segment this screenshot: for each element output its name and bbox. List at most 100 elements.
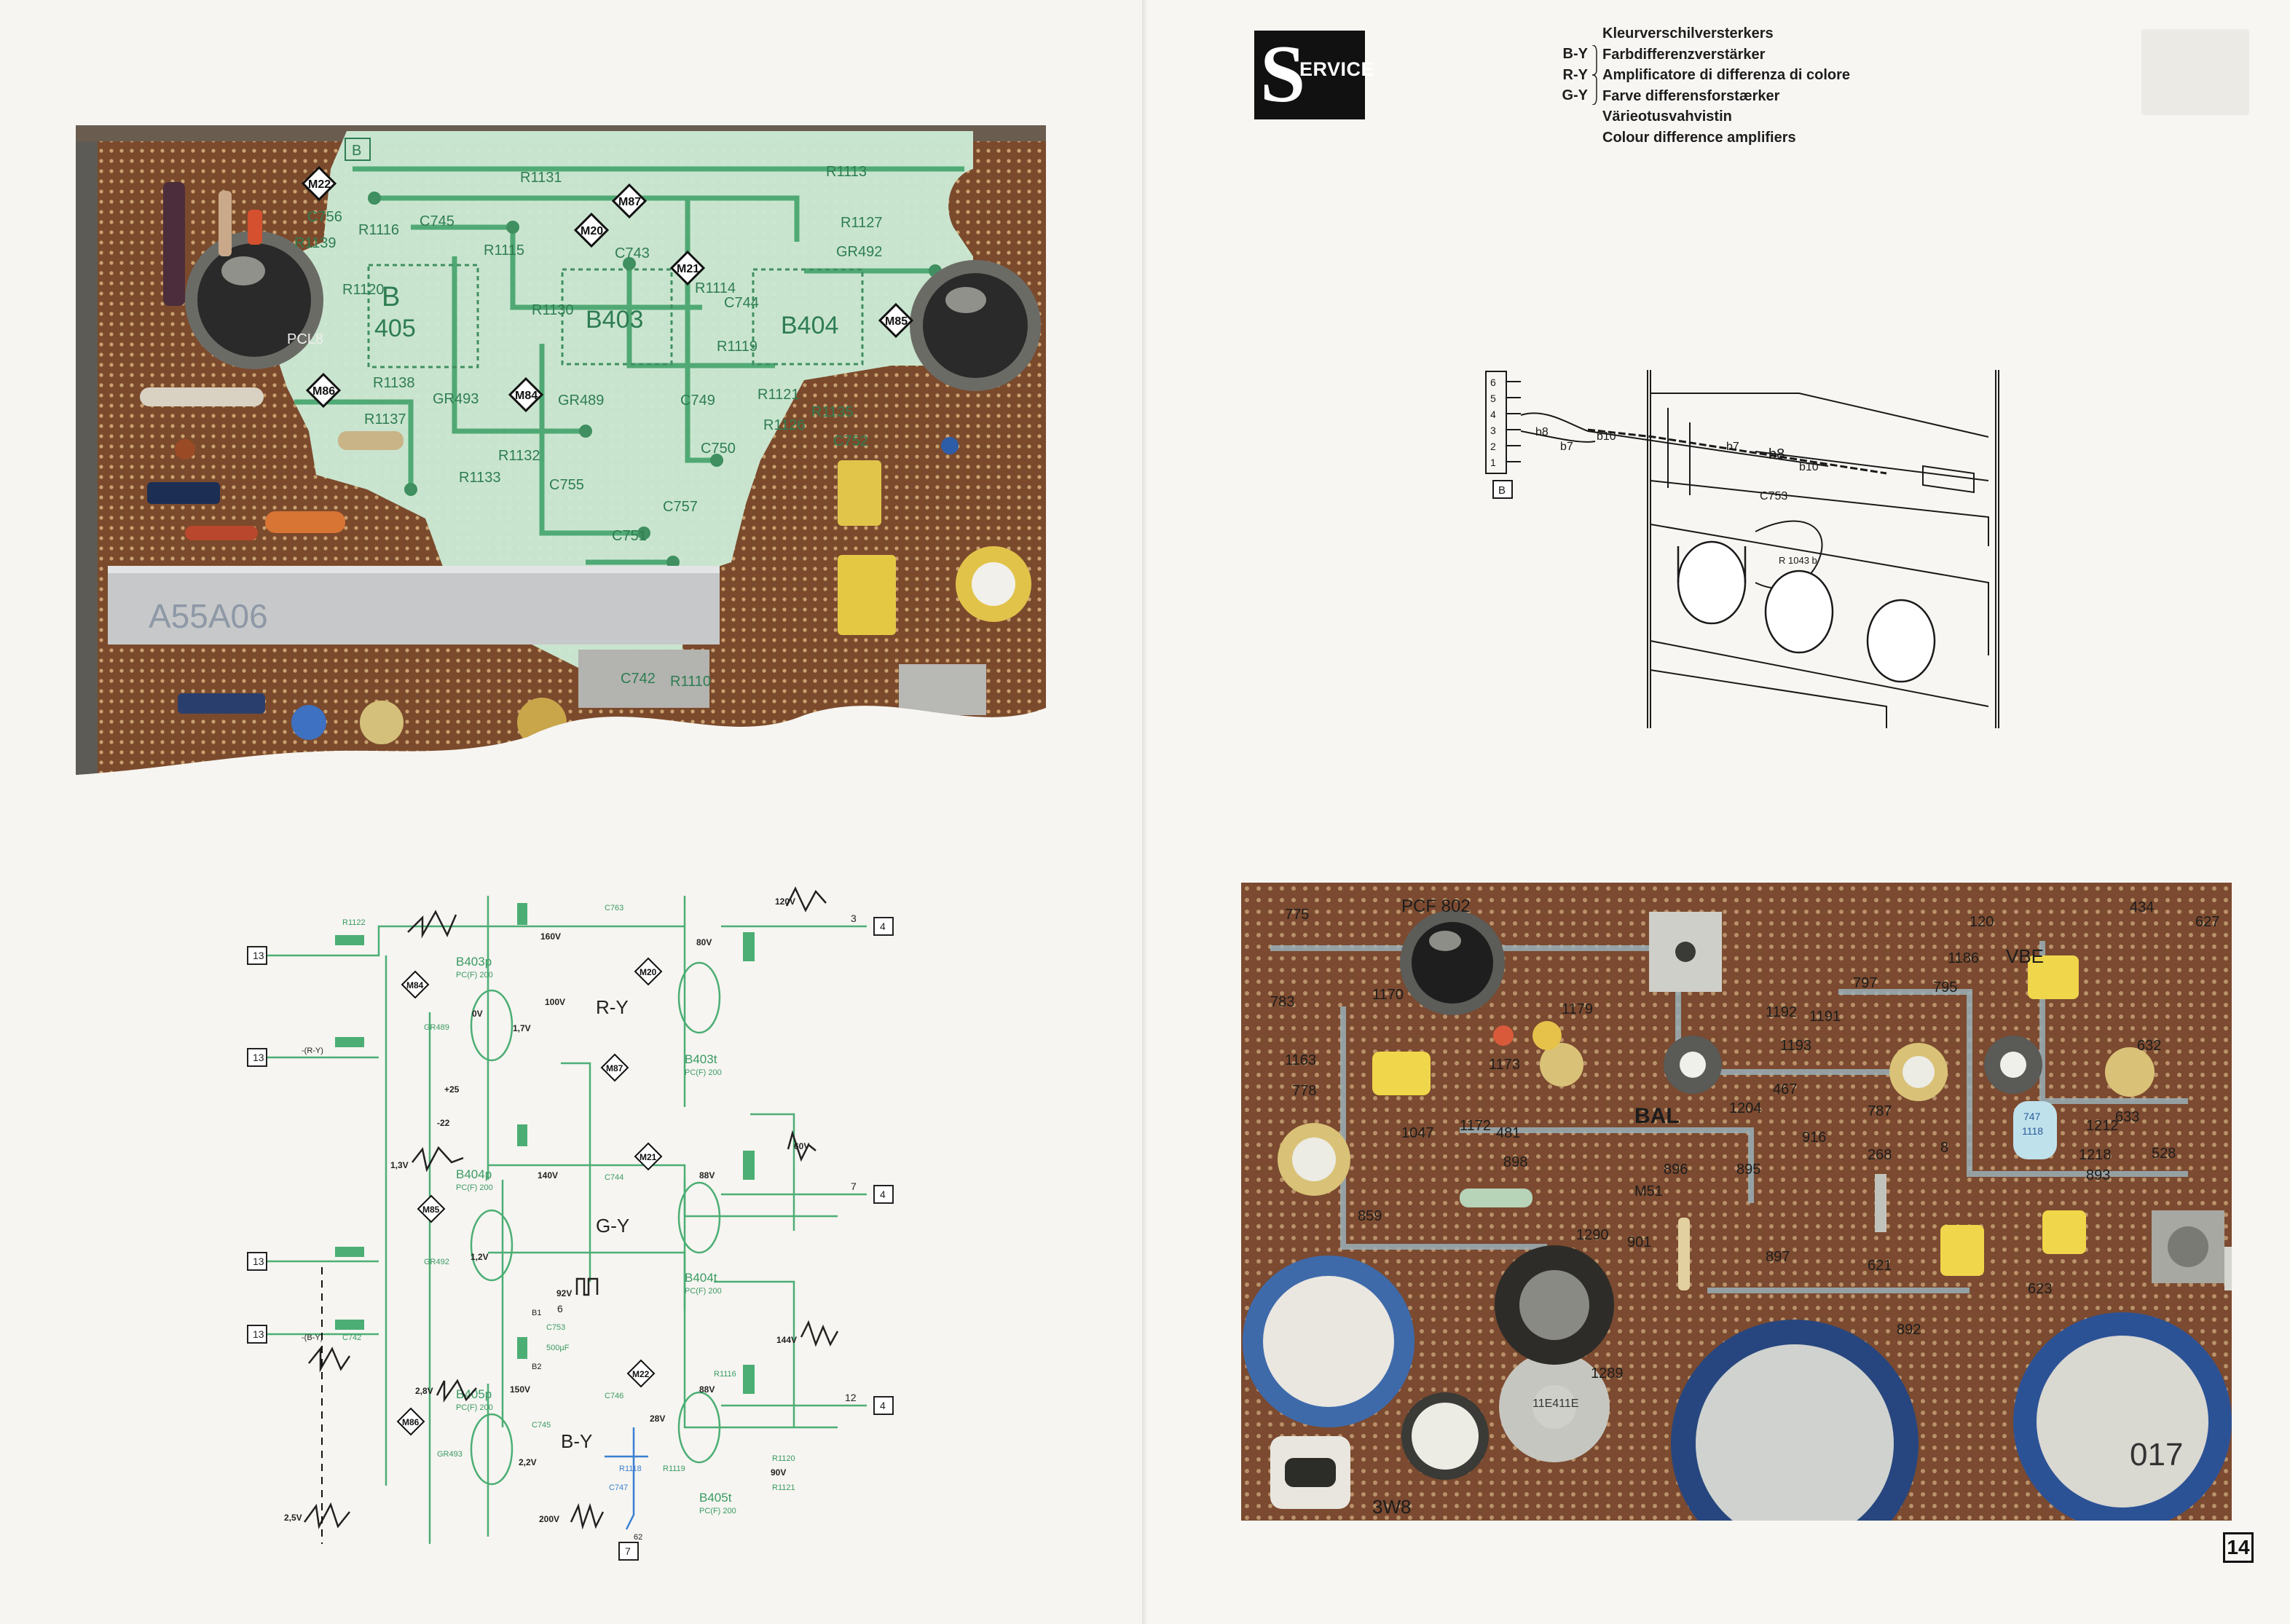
part-c753: C753 <box>1760 490 1787 502</box>
b-621: 621 <box>1868 1258 1892 1274</box>
tube-type-b403t: PC(F) 200 <box>685 1068 722 1077</box>
v-92v: 92V <box>556 1288 572 1298</box>
output-4-c: 4 <box>880 1400 886 1411</box>
diagram-label-b: B <box>1498 484 1506 497</box>
title-da: Farve differensforstærker <box>1602 87 1780 104</box>
label-c750: C750 <box>701 441 736 457</box>
v-200v: 200V <box>539 1514 559 1524</box>
v-minus22: -22 <box>437 1118 450 1128</box>
lbl-r1118: R1118 <box>619 1465 642 1473</box>
label-r1130: R1130 <box>532 302 573 318</box>
title-it: Amplificatore di differenza di colore <box>1602 67 1851 83</box>
title-en: Colour difference amplifiers <box>1602 129 1796 146</box>
block-label-r-y: R-Y <box>596 996 629 1018</box>
mounting-diagram-svg: 6 5 4 3 2 1 b8 b7 b10 b7 b8 b10 C753 R 1… <box>1485 370 1999 728</box>
label-r1113: R1113 <box>826 164 867 180</box>
pin-3: 3 <box>1490 425 1496 436</box>
b-1290: 1290 <box>1576 1227 1609 1243</box>
block-label-g-y: G-Y <box>596 1215 629 1237</box>
board-photo-svg: A55A06 B B 405 B403 B404 R1131 R1113 R1 <box>76 125 1046 775</box>
b-8: 8 <box>1940 1140 1948 1156</box>
v-2-5v: 2,5V <box>284 1513 302 1523</box>
marker-m84: M84 <box>515 390 538 402</box>
logo-initial: S <box>1260 29 1306 119</box>
tube-b404t: B404t <box>685 1271 717 1285</box>
sch-marker-m21: M21 <box>640 1152 657 1162</box>
b-623: 623 <box>2028 1281 2052 1297</box>
b-795: 795 <box>1933 979 1957 996</box>
tube-type-b403p: PC(F) 200 <box>456 971 493 979</box>
tube-type-b405p: PC(F) 200 <box>456 1403 493 1412</box>
label-r1110: R1110 <box>670 674 711 690</box>
label-c756: C756 <box>307 209 342 225</box>
label-gr489: GR489 <box>558 393 604 409</box>
lbl-62: 62 <box>634 1533 642 1542</box>
b-11e411e: 11E411E <box>1532 1398 1578 1410</box>
pin-5: 5 <box>1490 393 1496 404</box>
b-268: 268 <box>1868 1147 1892 1163</box>
v-150v: 150V <box>510 1384 530 1395</box>
label-c742: C742 <box>621 671 656 687</box>
lbl-500uf: 500µF <box>546 1344 570 1352</box>
sch-marker-m87: M87 <box>606 1063 623 1073</box>
lbl-c746: C746 <box>605 1392 623 1400</box>
b-1179: 1179 <box>1562 1001 1593 1017</box>
signal-b-y: B-Y <box>1562 46 1588 62</box>
b-017: 017 <box>2130 1437 2183 1473</box>
b-783: 783 <box>1270 994 1294 1010</box>
output-4-b: 4 <box>880 1189 886 1200</box>
label-c745: C745 <box>420 213 455 229</box>
lbl-r1120: R1120 <box>772 1454 795 1463</box>
tube-type-b404p: PC(F) 200 <box>456 1183 493 1192</box>
b-892: 892 <box>1897 1322 1921 1338</box>
bottom-photo-svg: 775 PCF 802 120 VBE 434 627 783 1170 117… <box>1241 883 2232 1521</box>
v-1-3v: 1,3V <box>390 1160 409 1170</box>
input-13-a: 13 <box>253 950 264 961</box>
block-b404: B404 <box>781 312 838 339</box>
v-60v: 60V <box>794 1141 809 1151</box>
v-140v: 140V <box>538 1170 558 1180</box>
schematic-svg: 13 13 13 13 4 4 4 7 3 7 12 R-Y G-Y B-Y B… <box>247 886 894 1561</box>
mounting-diagram: 6 5 4 3 2 1 b8 b7 b10 b7 b8 b10 C753 R 1… <box>1479 364 2018 750</box>
b-895: 895 <box>1736 1162 1760 1178</box>
b-481: 481 <box>1496 1125 1520 1141</box>
label-r1121: R1121 <box>758 387 799 403</box>
b-1163: 1163 <box>1285 1052 1316 1068</box>
v-100v: 100V <box>545 997 565 1007</box>
page-fold <box>1142 0 1148 1624</box>
v-88v-b: 88V <box>699 1384 715 1395</box>
b-3w8: 3W8 <box>1372 1496 1411 1518</box>
b-1204: 1204 <box>1729 1100 1762 1116</box>
v-80v: 80V <box>696 937 712 947</box>
lbl-c753: C753 <box>546 1323 565 1332</box>
wire-b8-b: b8 <box>1768 446 1785 462</box>
wire-b10-b: b10 <box>1799 461 1819 473</box>
block-b403: B403 <box>586 306 643 334</box>
lbl-b1: B1 <box>532 1309 541 1317</box>
b-901: 901 <box>1627 1234 1651 1250</box>
pin-6: 6 <box>1490 377 1496 388</box>
tube-b404p: B404p <box>456 1167 492 1181</box>
b-1170: 1170 <box>1372 987 1404 1003</box>
lbl-r1122: R1122 <box>342 918 366 927</box>
b-1172: 1172 <box>1460 1118 1491 1134</box>
label-c743: C743 <box>615 245 650 261</box>
lbl-r1121: R1121 <box>772 1483 795 1492</box>
label-gr493: GR493 <box>433 391 479 407</box>
label-gr492: GR492 <box>836 244 882 260</box>
label-r1126: R1126 <box>763 417 805 433</box>
b-797: 797 <box>1853 975 1877 991</box>
schematic: 13 13 13 13 4 4 4 7 3 7 12 R-Y G-Y B-Y B… <box>240 874 910 1588</box>
input-13-d: 13 <box>253 1328 264 1340</box>
lbl-r1119: R1119 <box>663 1465 685 1473</box>
label-c752: C752 <box>833 433 868 449</box>
lbl-r1116: R1116 <box>714 1370 736 1379</box>
tube-b405t: B405t <box>699 1491 732 1505</box>
board-photo-top: A55A06 B B 405 B403 B404 R1131 R1113 R1 <box>76 125 1046 781</box>
sch-marker-m85: M85 <box>422 1205 440 1215</box>
lbl-6: 6 <box>557 1303 563 1314</box>
pin-1: 1 <box>1490 457 1496 468</box>
b-859: 859 <box>1358 1208 1382 1224</box>
b-120: 120 <box>1970 914 1994 930</box>
label-r1139: R1139 <box>294 235 336 251</box>
